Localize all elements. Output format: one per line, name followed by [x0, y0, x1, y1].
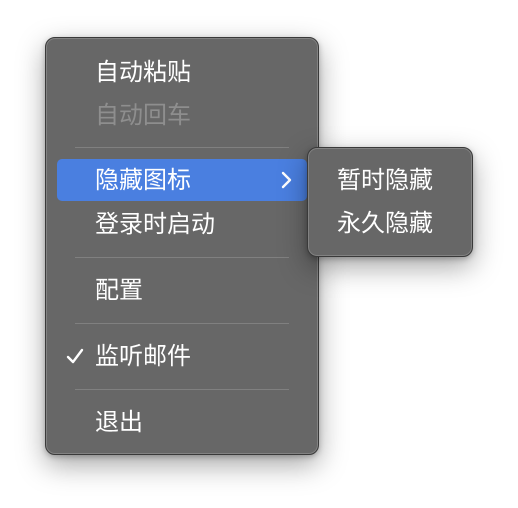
submenu-item-label: 永久隐藏: [337, 209, 433, 237]
hide-icon-submenu: 暂时隐藏 永久隐藏: [307, 147, 473, 257]
menu-item-hide-icon[interactable]: 隐藏图标: [57, 159, 307, 201]
menu-item-label: 退出: [95, 408, 143, 436]
menu-item-label: 自动回车: [95, 101, 191, 129]
checkmark-icon: [65, 335, 85, 377]
menu-separator: [75, 147, 289, 148]
menu-item-quit[interactable]: 退出: [57, 401, 307, 443]
menu-item-auto-enter: 自动回车: [57, 94, 307, 136]
menu-item-label: 隐藏图标: [95, 166, 191, 194]
menu-separator: [75, 323, 289, 324]
menu-item-label: 登录时启动: [95, 210, 215, 238]
chevron-right-icon: [281, 159, 293, 201]
context-menu: 自动粘贴 自动回车 隐藏图标 登录时启动 配置 监听邮件 退出: [45, 37, 319, 455]
menu-item-label: 监听邮件: [95, 342, 191, 370]
menu-separator: [75, 389, 289, 390]
menu-item-monitor-mail[interactable]: 监听邮件: [57, 335, 307, 377]
menu-separator: [75, 257, 289, 258]
submenu-item-hide-temporarily[interactable]: 暂时隐藏: [316, 159, 464, 201]
menu-item-launch-at-login[interactable]: 登录时启动: [57, 203, 307, 245]
menu-item-label: 自动粘贴: [95, 58, 191, 86]
submenu-item-hide-permanently[interactable]: 永久隐藏: [316, 202, 464, 244]
submenu-item-label: 暂时隐藏: [337, 166, 433, 194]
menu-item-settings[interactable]: 配置: [57, 269, 307, 311]
menu-item-auto-paste[interactable]: 自动粘贴: [57, 51, 307, 93]
menu-item-label: 配置: [95, 276, 143, 304]
